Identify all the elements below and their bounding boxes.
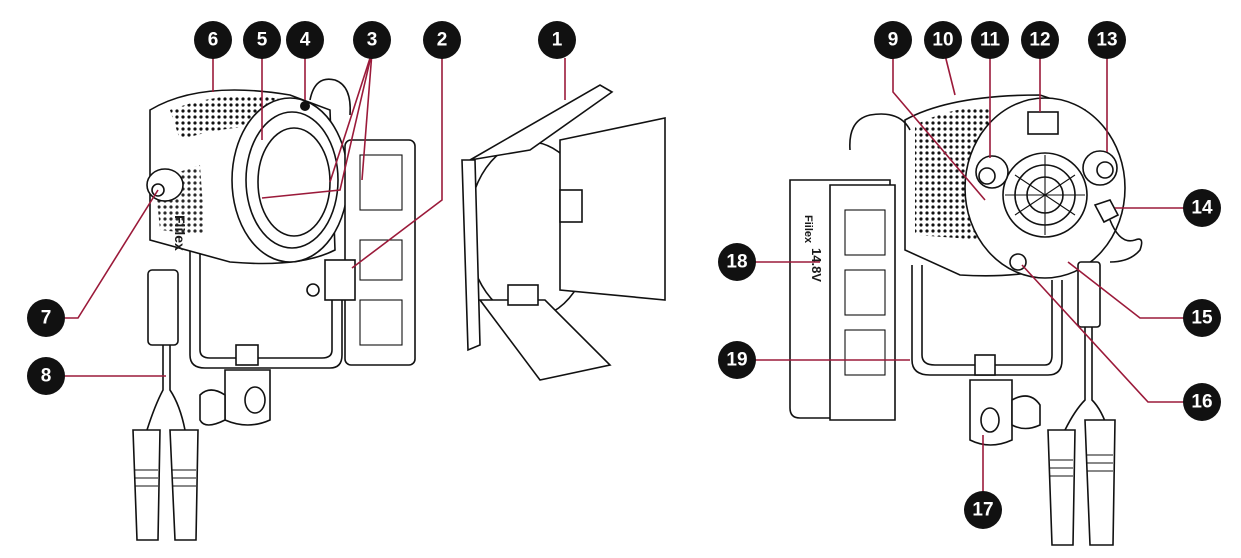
callout-19: 19 <box>718 341 756 379</box>
barndoor-leaf-left <box>461 159 481 352</box>
leader-7 <box>65 189 159 319</box>
xlr-connector-a <box>132 429 161 541</box>
svg-text:9: 9 <box>888 30 899 51</box>
svg-text:11: 11 <box>980 30 1001 51</box>
callout-7: 7 <box>27 299 65 337</box>
callout-16: 16 <box>1183 383 1221 421</box>
fan-guard <box>1002 152 1088 238</box>
svg-text:5: 5 <box>257 30 268 51</box>
callout-12: 12 <box>1021 21 1059 59</box>
xlr-connector-b <box>169 429 199 541</box>
power-port <box>1093 199 1120 224</box>
svg-text:8: 8 <box>41 366 52 387</box>
callout-9: 9 <box>874 21 912 59</box>
leader-lines <box>65 51 1185 492</box>
barndoor-leaf-top <box>469 84 614 161</box>
callout-11: 11 <box>971 21 1009 59</box>
rear-knob-right <box>1082 150 1118 186</box>
svg-text:18: 18 <box>726 252 747 273</box>
lens <box>257 127 331 237</box>
svg-text:4: 4 <box>300 30 311 51</box>
svg-text:13: 13 <box>1096 30 1117 51</box>
callout-13: 13 <box>1088 21 1126 59</box>
power-cable <box>146 345 186 431</box>
svg-text:10: 10 <box>932 30 953 51</box>
front-view-light: Fiilex <box>132 78 416 541</box>
svg-text:14: 14 <box>1191 198 1213 219</box>
callout-6: 6 <box>194 21 232 59</box>
stand-spigot <box>224 369 271 426</box>
leader-16 <box>1021 264 1185 403</box>
brand-logo-left: Fiilex <box>172 215 188 251</box>
callout-8: 8 <box>27 357 65 395</box>
leader-3b <box>361 51 373 181</box>
svg-text:3: 3 <box>367 30 378 51</box>
leader-15 <box>1067 261 1185 319</box>
callout-15: 15 <box>1183 299 1221 337</box>
callout-badges: 1 2 3 4 5 6 7 8 9 10 11 12 13 14 15 16 1… <box>27 21 1221 529</box>
svg-text:7: 7 <box>41 308 52 329</box>
rear-xlr-a <box>1047 429 1076 546</box>
svg-text:6: 6 <box>208 30 219 51</box>
callout-18: 18 <box>718 243 756 281</box>
rear-xlr-b <box>1084 419 1116 546</box>
leader-9 <box>892 55 986 201</box>
leader-10 <box>944 54 956 96</box>
barndoor-leaf-bottom <box>478 299 612 381</box>
barndoor-accessory <box>461 84 666 381</box>
callout-2: 2 <box>423 21 461 59</box>
battery-voltage: 14.8V <box>809 248 824 282</box>
callout-4: 4 <box>286 21 324 59</box>
svg-text:16: 16 <box>1191 392 1212 413</box>
cable-box <box>147 269 179 346</box>
callout-3: 3 <box>353 21 391 59</box>
rear-stand-spigot <box>969 379 1013 446</box>
rear-view-light: Fiilex 14.8V <box>789 94 1143 546</box>
display-panel <box>1027 111 1059 135</box>
callout-1: 1 <box>538 21 576 59</box>
callout-10: 10 <box>924 21 962 59</box>
barndoor-leaf-right <box>559 117 666 301</box>
mount-screw <box>300 101 310 111</box>
leader-3c <box>261 51 373 199</box>
top-cable <box>309 78 352 116</box>
battery-plate <box>344 139 416 366</box>
rear-knob-left <box>975 155 1009 189</box>
callout-5: 5 <box>243 21 281 59</box>
callout-17: 17 <box>964 491 1002 529</box>
callout-14: 14 <box>1183 189 1221 227</box>
dimmer-knob <box>146 168 184 202</box>
svg-text:15: 15 <box>1191 308 1213 329</box>
svg-text:19: 19 <box>726 350 747 371</box>
battery-brand: Fiilex <box>802 215 814 244</box>
svg-text:12: 12 <box>1029 30 1050 51</box>
leader-2 <box>351 52 443 269</box>
svg-text:2: 2 <box>437 30 448 51</box>
svg-text:1: 1 <box>552 30 563 51</box>
yoke-arm <box>189 250 343 369</box>
rear-cable-box <box>1077 261 1101 328</box>
svg-text:17: 17 <box>972 500 993 521</box>
leader-3a <box>329 51 373 183</box>
